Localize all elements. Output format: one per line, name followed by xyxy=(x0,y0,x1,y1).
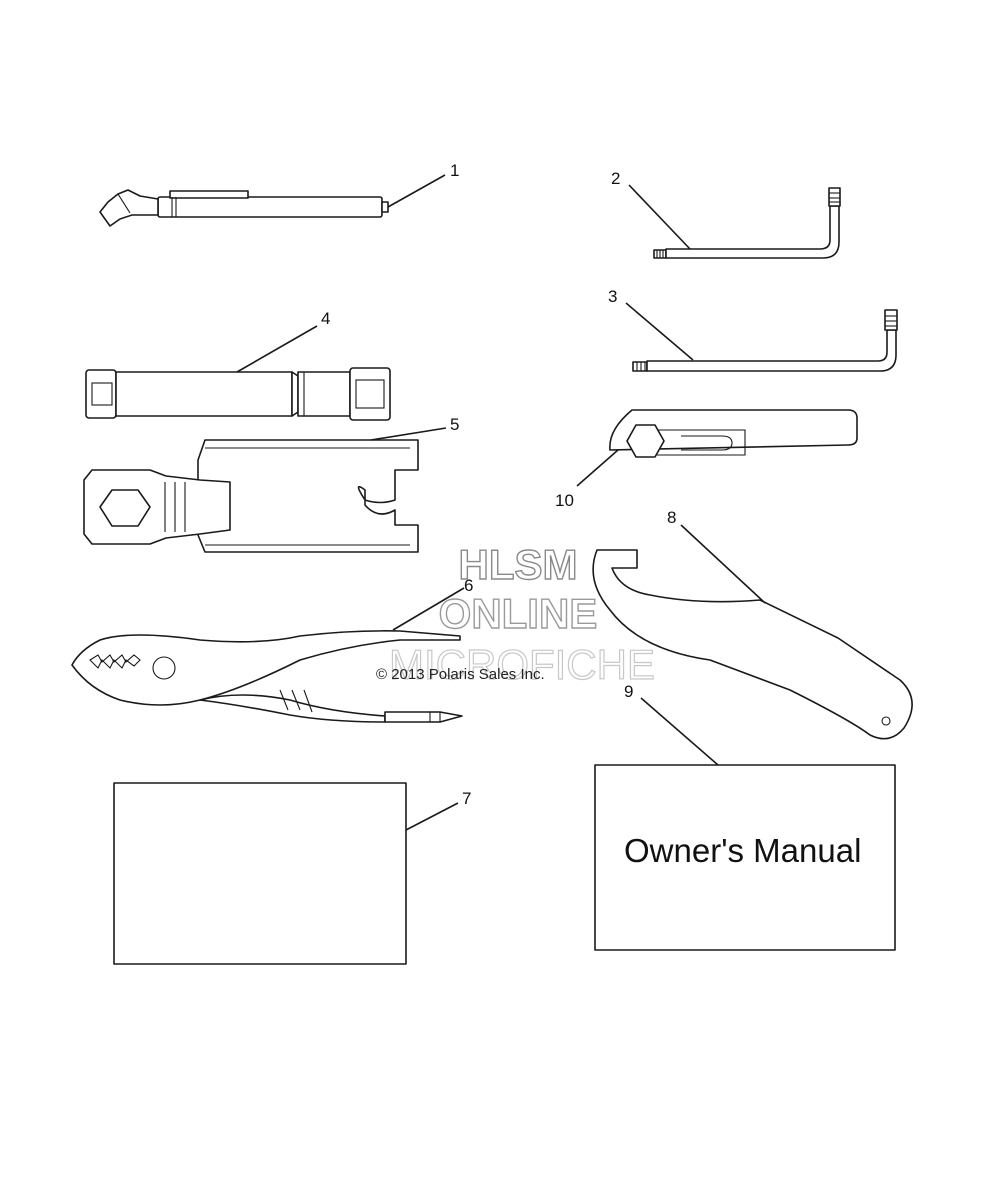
part-2-hex-key xyxy=(653,187,841,259)
part-3-hex-key xyxy=(632,309,898,372)
part-8-spanner-wrench xyxy=(592,549,913,740)
part-6-pliers xyxy=(71,630,463,723)
part-7-document-card xyxy=(113,782,407,965)
callout-4: 4 xyxy=(321,309,330,328)
leader-line-8 xyxy=(680,524,766,604)
owners-manual-title: Owner's Manual xyxy=(624,832,861,869)
callout-6: 6 xyxy=(464,576,473,595)
leader-line-4 xyxy=(236,325,318,373)
callout-8: 8 xyxy=(667,508,676,527)
leader-line-9 xyxy=(640,697,719,766)
leader-line-7 xyxy=(405,802,459,831)
watermark-line-3: MICROFICHE xyxy=(389,641,655,688)
copyright-notice: © 2013 Polaris Sales Inc. xyxy=(376,666,545,683)
callout-2: 2 xyxy=(611,169,620,188)
leader-line-5 xyxy=(370,427,447,441)
watermark-line-1: HLSM xyxy=(459,541,578,588)
leader-line-1 xyxy=(387,174,446,208)
watermark: HLSM ONLINE MICROFICHE xyxy=(388,540,655,688)
part-4-spark-plug-socket xyxy=(85,367,391,421)
leader-line-2 xyxy=(628,184,691,250)
callout-7: 7 xyxy=(462,789,471,808)
watermark-line-2: ONLINE xyxy=(439,590,598,637)
callout-10: 10 xyxy=(555,491,574,510)
leader-line-10 xyxy=(576,449,619,487)
part-5-combination-wrench xyxy=(83,439,419,553)
part-9-owners-manual xyxy=(594,764,896,951)
callout-5: 5 xyxy=(450,415,459,434)
callout-9: 9 xyxy=(624,682,633,701)
part-1-pressure-gauge xyxy=(99,189,389,227)
leader-line-3 xyxy=(625,302,694,361)
callout-3: 3 xyxy=(608,287,617,306)
callout-1: 1 xyxy=(450,161,459,180)
part-10-spanner-plate xyxy=(609,409,858,458)
leader-line-6 xyxy=(392,587,465,631)
